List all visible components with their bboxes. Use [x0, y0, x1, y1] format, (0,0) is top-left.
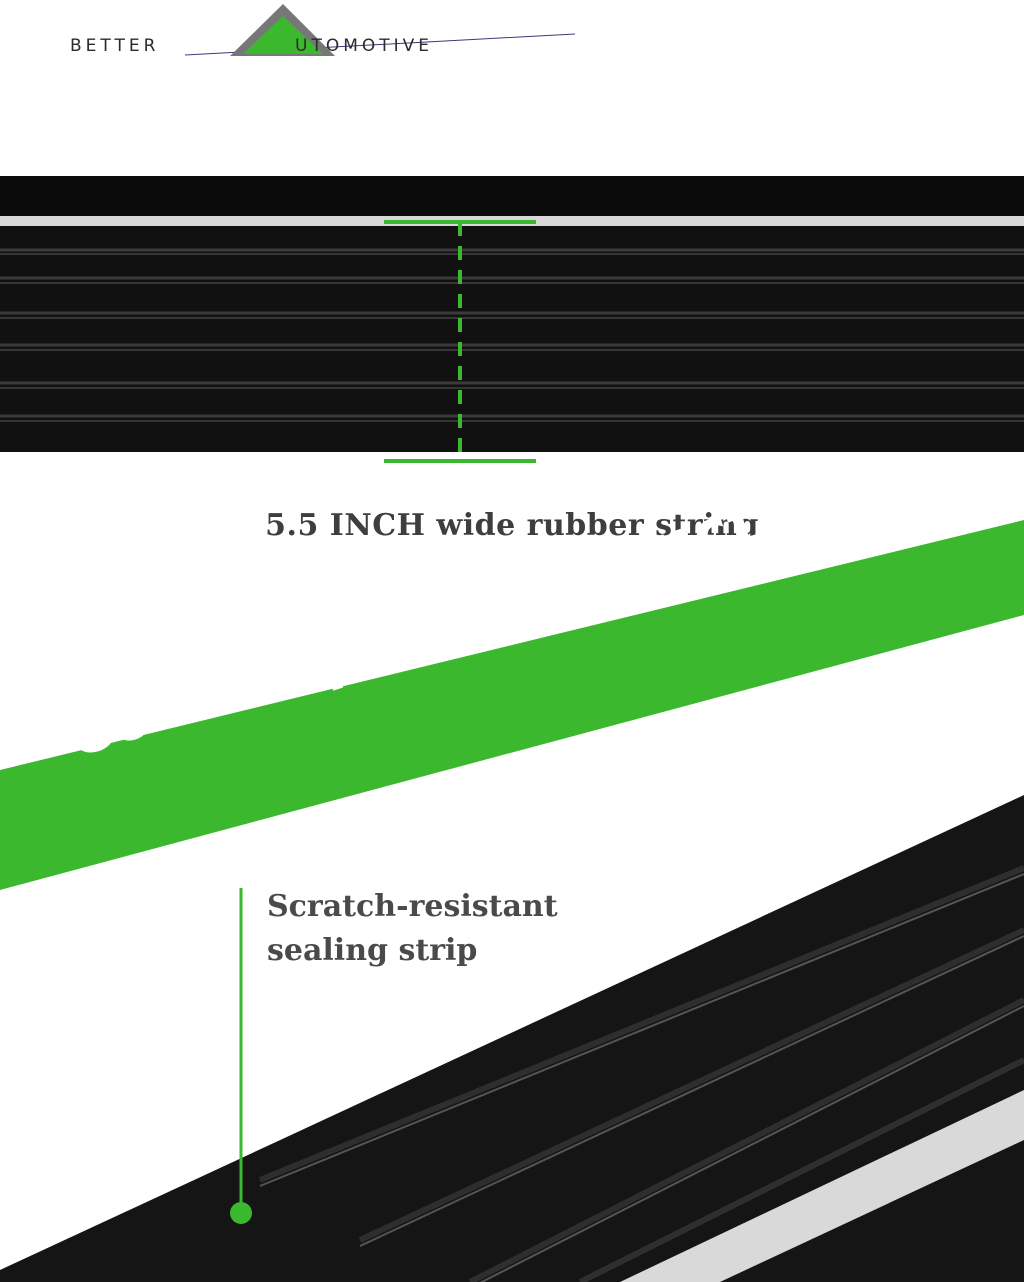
logo-triangle-icon [185, 4, 576, 56]
callout-line-2: sealing strip [267, 933, 478, 968]
callout-line-1: Scratch-resistant [267, 889, 558, 924]
brand-logo: BETTER UTOMOTIVE [60, 0, 580, 70]
dimension-marker-icon [384, 220, 536, 463]
sealing-strip-callout: Scratch-resistant sealing strip [267, 885, 558, 973]
brand-name-right: UTOMOTIVE [295, 36, 434, 56]
width-feature-label: 5.5 INCH wide rubber string [265, 508, 759, 543]
brand-name-left: BETTER [70, 36, 160, 56]
callout-pin-icon [230, 888, 252, 1224]
running-board-top-view [0, 176, 1024, 463]
